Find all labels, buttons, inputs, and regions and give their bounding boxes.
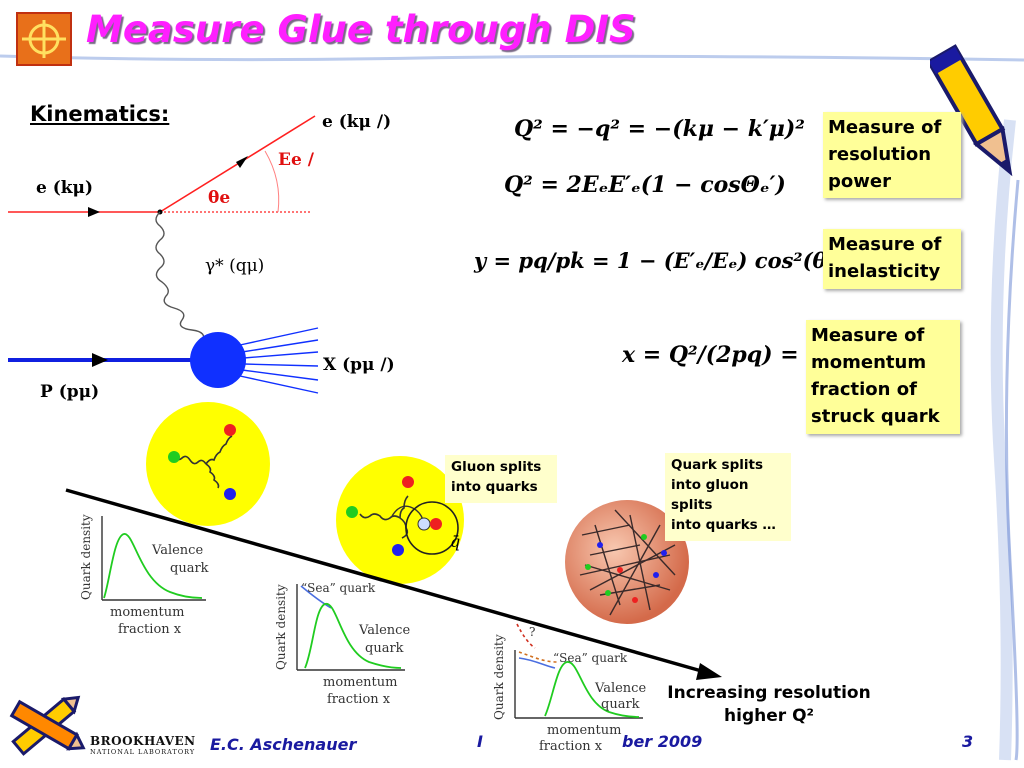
plot-question: ? (529, 625, 535, 639)
box-resolution-power: Measure of resolution power (823, 112, 961, 198)
footer-date-right: ber 2009 (622, 732, 703, 751)
sea-curve (300, 585, 332, 609)
proton-three-quarks (146, 402, 270, 526)
plot-sea-label: “Sea” quark (301, 581, 376, 595)
hadron-blob (190, 332, 246, 388)
note-line: into quarks (451, 479, 538, 495)
rhic-logo-icon (22, 20, 66, 58)
plot-curve-label: Valence (358, 623, 410, 638)
plot-xlabel: fraction x (118, 622, 182, 637)
label-e-in: e (kμ) (36, 178, 94, 198)
pencil-icon (930, 44, 1013, 177)
plot-curve-label: Valence (594, 681, 646, 696)
plot-curve-label: quark (365, 641, 404, 656)
feynman-diagram (8, 115, 319, 394)
photon-line (155, 211, 215, 351)
rhic-logo (16, 12, 72, 66)
label-gamma: γ* (qμ) (205, 256, 265, 276)
box-line: fraction of (811, 379, 917, 400)
arrow-icon (236, 156, 248, 168)
plot-ylabel: Quark density (274, 584, 288, 670)
label-e-out: e (kμ /) (322, 112, 392, 132)
logo-main: BROOKHAVEN (90, 734, 196, 748)
plot-xlabel: momentum (110, 605, 184, 620)
note-line: into gluon (671, 477, 749, 493)
box-line: Measure of (828, 234, 942, 255)
increasing-line: Increasing resolution (667, 683, 871, 703)
plot-xlabel: fraction x (327, 692, 391, 707)
label-P: P (pμ) (40, 382, 100, 402)
increasing-line: higher Q² (724, 706, 814, 726)
box-line: struck quark (811, 406, 940, 427)
hadron-jets (239, 327, 319, 394)
label-X: X (pμ /) (323, 355, 395, 375)
page-title: Measure Glue through DIS (86, 8, 636, 51)
qbar-fragment: q̄ (450, 532, 461, 551)
plot-ylabel: Quark density (492, 634, 506, 720)
box-line: Measure of (828, 117, 942, 138)
note-line: splits (671, 497, 713, 513)
footer-author: E.C. Aschenauer (210, 735, 357, 754)
brookhaven-logo: BROOKHAVEN NATIONAL LABORATORY (90, 734, 202, 756)
box-momentum-fraction: Measure of momentum fraction of struck q… (806, 320, 960, 434)
increasing-resolution-label: Increasing resolution higher Q² (660, 682, 878, 728)
plot-xlabel: momentum (323, 675, 397, 690)
plot-xlabel: momentum (547, 723, 621, 738)
footer-page-number: 3 (962, 732, 974, 751)
box-line: power (828, 171, 891, 192)
plot-sea-label: “Sea” quark (553, 651, 628, 665)
note-line: Gluon splits (451, 459, 542, 475)
note-quark-splits: Quark splits into gluon splits into quar… (665, 453, 791, 541)
sea-curve (518, 657, 556, 669)
label-theta-e: θe (208, 188, 231, 208)
plot-sea-gluon: Quark density ? “Sea” quark Valence quar… (492, 623, 646, 754)
logo-sub: NATIONAL LABORATORY (90, 748, 196, 756)
plot-curve-label: quark (170, 561, 209, 576)
note-gluon-splits: Gluon splits into quarks (445, 455, 557, 503)
arrow-icon (92, 353, 108, 367)
plot-curve-label: Valence (151, 543, 203, 558)
plot-ylabel: Quark density (79, 514, 93, 600)
formula-q2-definition: Q² = −q² = −(kμ − k′μ)² (514, 116, 805, 142)
box-line: momentum (811, 352, 927, 373)
plot-valence: Quark density Valence quark momentum fra… (79, 514, 209, 637)
plot-curve-label: quark (601, 697, 640, 712)
note-line: into quarks … (671, 517, 776, 533)
kinematics-heading: Kinematics: (30, 102, 170, 126)
box-line: Measure of (811, 325, 925, 346)
arrow-icon (696, 663, 722, 680)
valence-curve (304, 603, 402, 669)
footer-date-left: I (477, 732, 483, 751)
box-line: inelasticity (828, 261, 941, 282)
arrow-icon (88, 207, 100, 217)
pencils-icon (9, 695, 86, 756)
proton-sea (565, 500, 689, 624)
plot-sea-valence: Quark density “Sea” quark Valence quark … (274, 581, 410, 707)
sea-dashed-curve (518, 651, 558, 663)
angle-arc (264, 150, 280, 213)
formula-q2-expression: Q² = 2EₑE′ₑ(1 − cosΘₑ′) (504, 172, 786, 198)
box-line: resolution (828, 144, 932, 165)
valence-curve (103, 533, 203, 599)
valence-curve (544, 661, 640, 718)
proton-gluon-split (336, 456, 464, 584)
label-E-e: Ee / (278, 150, 314, 170)
box-inelasticity: Measure of inelasticity (823, 229, 961, 289)
formula-y: y = pq/pk = 1 − (E′ₑ/Eₑ) cos²(θ′ₑ/2) (474, 248, 874, 273)
note-line: Quark splits (671, 457, 763, 473)
plot-xlabel: fraction x (539, 739, 603, 754)
